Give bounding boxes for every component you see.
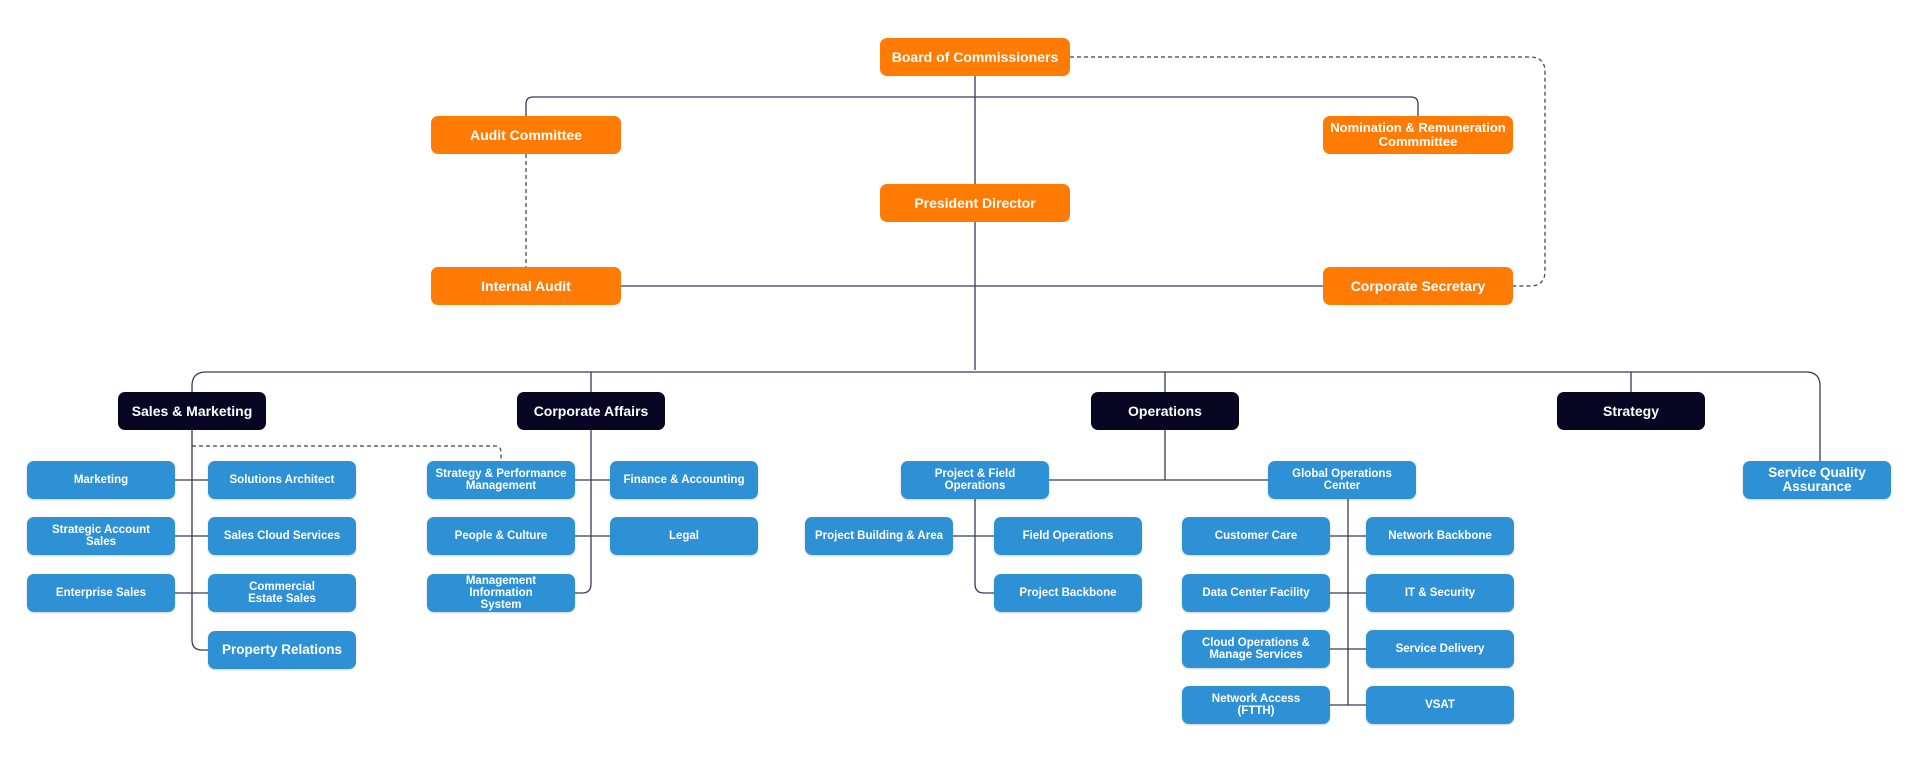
sales-cloud-services-label: Sales Cloud Services <box>223 529 341 542</box>
audit-committee-box[interactable]: Audit Committee <box>431 116 621 154</box>
president-director-box[interactable]: President Director <box>880 184 1070 222</box>
marketing-label: Marketing <box>73 473 129 486</box>
service-quality-assurance-label: Service Quality Assurance <box>1768 464 1866 494</box>
finance-accounting-label: Finance & Accounting <box>623 473 745 486</box>
board-of-commissioners-box[interactable]: Board of Commissioners <box>880 38 1070 76</box>
project-building-area-label: Project Building & Area <box>814 529 943 542</box>
strategic-account-sales-box[interactable]: Strategic Account Sales <box>27 517 175 555</box>
corporate-trunk-line <box>575 430 592 594</box>
solutions-architect-box[interactable]: Solutions Architect <box>208 461 356 499</box>
global-operations-center-label: Global Operations Center <box>1292 467 1392 492</box>
solutions-architect-label: Solutions Architect <box>229 473 335 486</box>
marketing-box[interactable]: Marketing <box>27 461 175 499</box>
project-trunk-line <box>974 499 994 594</box>
strategy-label: Strategy <box>1602 402 1660 419</box>
project-building-area-box[interactable]: Project Building & Area <box>805 517 953 555</box>
property-relations-box[interactable]: Property Relations <box>208 631 356 669</box>
legal-label: Legal <box>668 529 700 542</box>
vsat-box[interactable]: VSAT <box>1366 686 1514 724</box>
people-culture-label: People & Culture <box>454 529 548 542</box>
data-center-facility-label: Data Center Facility <box>1202 586 1310 599</box>
enterprise-sales-box[interactable]: Enterprise Sales <box>27 574 175 612</box>
service-delivery-box[interactable]: Service Delivery <box>1366 630 1514 668</box>
board-of-commissioners-label: Board of Commissioners <box>891 48 1059 65</box>
nomination-remuneration-committee-label: Nomination & Remuneration Commmittee <box>1330 120 1506 149</box>
cloud-operations-manage-services-label: Cloud Operations & Manage Services <box>1202 636 1310 661</box>
it-security-label: IT & Security <box>1404 586 1476 599</box>
customer-care-box[interactable]: Customer Care <box>1182 517 1330 555</box>
global-operations-center-box[interactable]: Global Operations Center <box>1268 461 1416 499</box>
directorates-bus-line <box>191 371 1821 461</box>
sales-marketing-label: Sales & Marketing <box>131 402 253 419</box>
network-access-ftth-label: Network Access (FTTH) <box>1211 692 1301 717</box>
corporate-secretary-label: Corporate Secretary <box>1350 277 1486 294</box>
corporate-secretary-box[interactable]: Corporate Secretary <box>1323 267 1513 305</box>
strategy-box[interactable]: Strategy <box>1557 392 1705 430</box>
project-field-operations-box[interactable]: Project & Field Operations <box>901 461 1049 499</box>
network-backbone-box[interactable]: Network Backbone <box>1366 517 1514 555</box>
service-quality-assurance-box[interactable]: Service Quality Assurance <box>1743 461 1891 499</box>
field-operations-label: Field Operations <box>1022 529 1114 542</box>
service-delivery-label: Service Delivery <box>1395 642 1485 655</box>
president-director-label: President Director <box>914 194 1036 211</box>
internal-audit-label: Internal Audit <box>481 277 571 294</box>
management-information-system-label: Management Information System <box>465 574 537 612</box>
customer-care-label: Customer Care <box>1214 529 1298 542</box>
committees-bar-line <box>525 96 1419 116</box>
operations-label: Operations <box>1128 402 1202 419</box>
legal-box[interactable]: Legal <box>610 517 758 555</box>
sales-trunk-line <box>191 430 208 651</box>
strategy-performance-management-label: Strategy & Performance Management <box>435 467 567 492</box>
sales-strategy-dashed-line <box>192 445 502 461</box>
vsat-label: VSAT <box>1425 698 1455 711</box>
finance-accounting-box[interactable]: Finance & Accounting <box>610 461 758 499</box>
nomination-remuneration-committee-box[interactable]: Nomination & Remuneration Commmittee <box>1323 116 1513 154</box>
it-security-box[interactable]: IT & Security <box>1366 574 1514 612</box>
field-operations-box[interactable]: Field Operations <box>994 517 1142 555</box>
project-backbone-label: Project Backbone <box>1019 586 1117 599</box>
enterprise-sales-label: Enterprise Sales <box>55 586 147 599</box>
network-access-ftth-box[interactable]: Network Access (FTTH) <box>1182 686 1330 724</box>
data-center-facility-box[interactable]: Data Center Facility <box>1182 574 1330 612</box>
commercial-estate-sales-box[interactable]: Commercial Estate Sales <box>208 574 356 612</box>
sales-marketing-box[interactable]: Sales & Marketing <box>118 392 266 430</box>
audit-committee-label: Audit Committee <box>470 126 582 143</box>
board-secretary-dashed-line <box>1070 56 1546 287</box>
cloud-operations-manage-services-box[interactable]: Cloud Operations & Manage Services <box>1182 630 1330 668</box>
corporate-affairs-box[interactable]: Corporate Affairs <box>517 392 665 430</box>
strategic-account-sales-label: Strategic Account Sales <box>52 523 150 548</box>
project-backbone-box[interactable]: Project Backbone <box>994 574 1142 612</box>
corporate-affairs-label: Corporate Affairs <box>533 402 649 419</box>
sales-cloud-services-box[interactable]: Sales Cloud Services <box>208 517 356 555</box>
strategy-performance-management-box[interactable]: Strategy & Performance Management <box>427 461 575 499</box>
property-relations-label: Property Relations <box>221 641 343 657</box>
operations-box[interactable]: Operations <box>1091 392 1239 430</box>
commercial-estate-sales-label: Commercial Estate Sales <box>248 580 316 605</box>
network-backbone-label: Network Backbone <box>1388 529 1492 542</box>
management-information-system-box[interactable]: Management Information System <box>427 574 575 612</box>
people-culture-box[interactable]: People & Culture <box>427 517 575 555</box>
internal-audit-box[interactable]: Internal Audit <box>431 267 621 305</box>
project-field-operations-label: Project & Field Operations <box>934 467 1016 492</box>
